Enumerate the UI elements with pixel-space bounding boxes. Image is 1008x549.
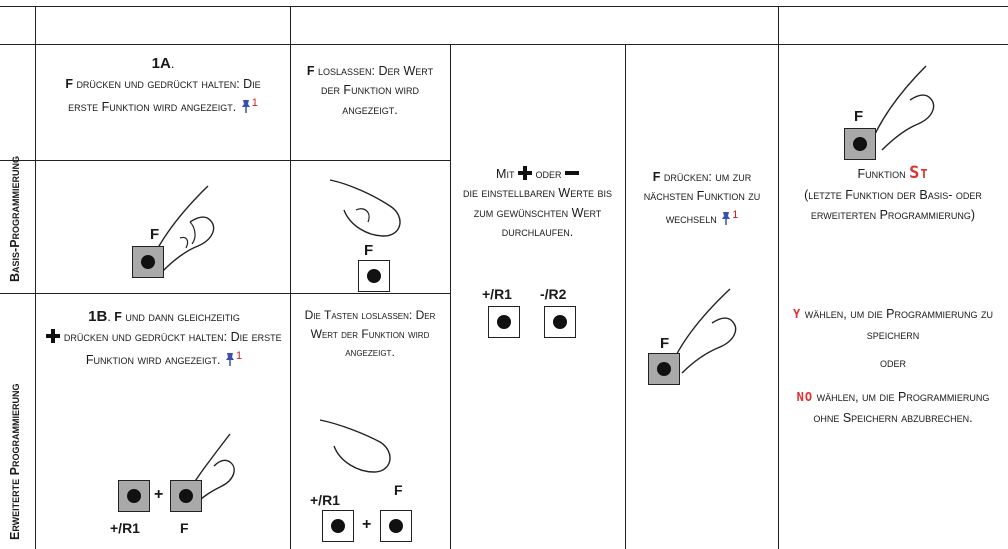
release-f-text: F loslassen: Der Wert der Funktion wird …	[298, 62, 442, 120]
y-display: y	[793, 303, 801, 323]
plus-r1-key-label: +/R1	[482, 286, 512, 302]
row-1b-border	[0, 293, 450, 294]
final-save-text: y wählen, um die Programmierung zu speic…	[784, 300, 1002, 429]
hand-press-f-illustration: F	[840, 62, 950, 162]
released-hand-icon	[300, 410, 445, 480]
f-key-button[interactable]	[380, 510, 412, 542]
plus-r1-key-button[interactable]	[488, 306, 520, 338]
step-1b-id: 1B	[88, 308, 107, 325]
f-key-button[interactable]	[648, 353, 680, 385]
pushpin-icon	[240, 99, 252, 113]
minus-r2-key-button[interactable]	[544, 306, 576, 338]
f-key-label: F	[150, 226, 159, 243]
step-1b-text: 1B. F und dann gleichzeitig drücken und …	[44, 305, 284, 370]
header-row-border	[0, 44, 1008, 45]
step-1a-id: 1A	[152, 55, 171, 72]
f-key-label: F	[394, 482, 403, 498]
footnote-ref: 1	[732, 209, 738, 221]
top-border	[0, 6, 1008, 7]
scroll-keys: +/R1 -/R2	[478, 294, 598, 334]
hand-release-keys-illustration: +/R1 F +	[300, 410, 445, 545]
minus-icon	[565, 166, 579, 180]
final-function-text: Funktion St (letzte Funktion der Basis- …	[784, 160, 1002, 225]
f-key-label: F	[364, 242, 373, 259]
basic-programming-label: Basis-Programmierung	[8, 156, 22, 282]
col-border-0	[35, 6, 36, 549]
col-border-1	[290, 6, 291, 549]
step-1a-text: 1A. F drücken und gedrückt halten: Die e…	[50, 52, 276, 117]
scroll-values-text: Mit oder die einstellbaren Werte bis zum…	[455, 165, 620, 243]
footnote-ref: 1	[252, 97, 258, 109]
col-border-4	[778, 6, 779, 549]
step-1a-desc: drücken und gedrückt halten: Die erste F…	[68, 77, 261, 113]
st-display: St	[909, 163, 928, 183]
advanced-programming-label: Erweiterte Programmierung	[8, 384, 22, 540]
hand-release-f-illustration: F	[320, 170, 430, 290]
f-key-label: F	[180, 520, 189, 536]
row-release-border	[290, 160, 450, 161]
minus-r2-key-label: -/R2	[540, 286, 566, 302]
row-1a-border	[0, 160, 290, 161]
f-key-ref: F	[65, 77, 73, 91]
footnote-ref: 1	[236, 350, 242, 362]
plus-r1-key-button[interactable]	[118, 480, 150, 512]
plus-sign: +	[362, 516, 371, 534]
f-key-label: F	[854, 108, 863, 125]
col-border-3	[625, 44, 626, 549]
f-key-button[interactable]	[358, 260, 390, 292]
col-border-2	[450, 44, 451, 549]
hand-press-f-illustration: F	[120, 178, 230, 288]
plus-r1-key-button[interactable]	[322, 510, 354, 542]
f-key-button[interactable]	[132, 246, 164, 278]
hand-press-f-illustration: F	[640, 285, 760, 385]
released-hand-icon	[320, 170, 430, 250]
f-key-button[interactable]	[844, 128, 876, 160]
next-function-text: F drücken: um zur nächsten Funktion zu w…	[632, 168, 772, 229]
f-key-label: F	[660, 335, 669, 352]
plus-icon	[518, 166, 532, 180]
plus-icon	[46, 329, 60, 343]
pushpin-icon	[720, 211, 732, 225]
no-display: no	[797, 386, 813, 406]
plus-sign: +	[154, 486, 163, 504]
plus-r1-key-label: +/R1	[110, 520, 140, 536]
pushpin-icon	[224, 352, 236, 366]
f-key-button[interactable]	[170, 480, 202, 512]
plus-r1-key-label: +/R1	[310, 492, 340, 508]
release-keys-text: Die Tasten loslassen: Der Wert der Funkt…	[300, 306, 440, 362]
hand-press-both-illustration: + +/R1 F	[110, 430, 250, 545]
